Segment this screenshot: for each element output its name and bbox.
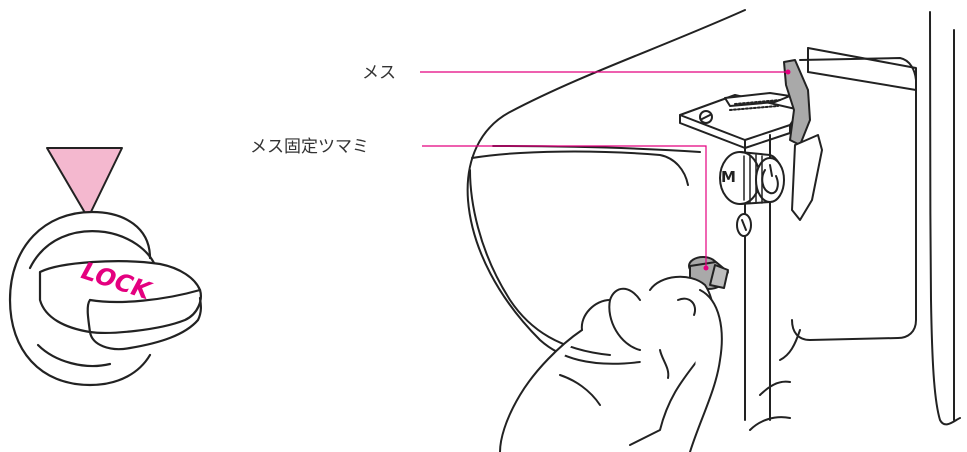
lock-dial [8,210,202,387]
m-knob-letter: M [721,168,736,186]
callout-knife-lock-knob-label: メス固定ツマミ [250,137,369,157]
callout-knife: メス [362,63,791,83]
lock-detail: LOCK [8,147,202,387]
machine-illustration: M [466,9,961,452]
callouts: メス メス固定ツマミ [250,63,791,271]
callout-knife-label: メス [362,63,396,83]
hand [499,275,791,452]
callout-knife-lock-knob-line [422,145,707,268]
machine-body [466,9,746,365]
callout-knife-lock-knob-dot [703,265,709,271]
callout-knife-dot [785,69,791,75]
m-knob [719,151,785,205]
indicator-triangle [46,147,123,219]
callout-knife-lock-knob: メス固定ツマミ [250,137,709,271]
